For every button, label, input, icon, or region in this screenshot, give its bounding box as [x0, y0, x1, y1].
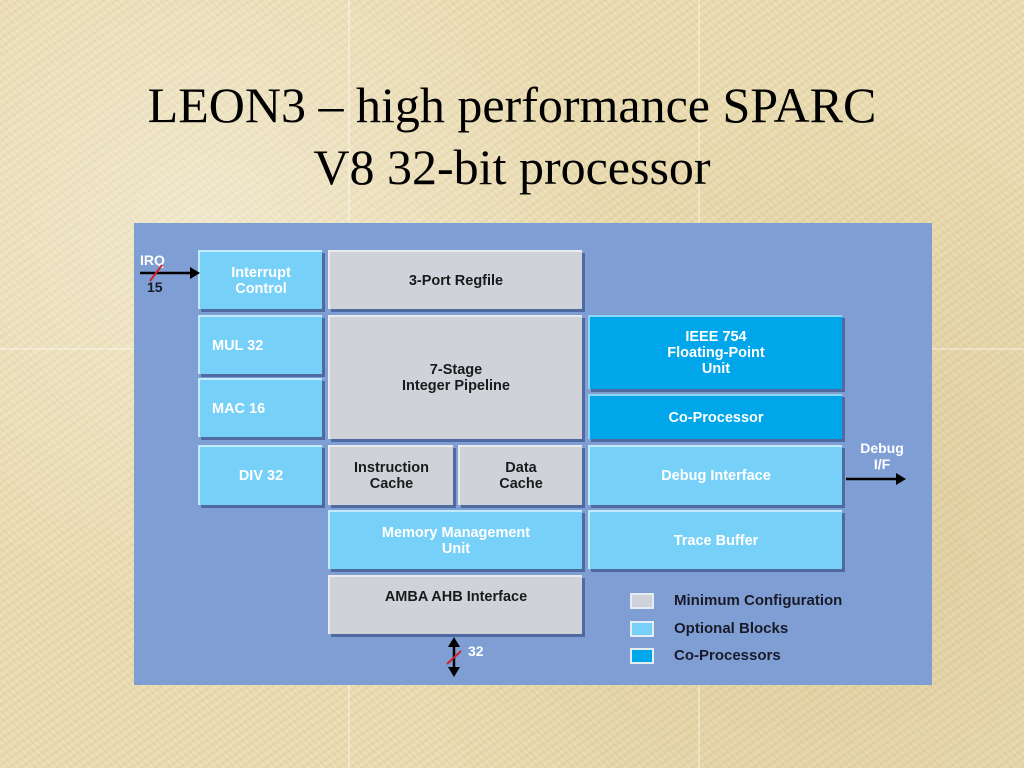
regfile-block: 3-Port Regfile	[328, 250, 582, 309]
debug-if-label: Debug I/F	[860, 440, 904, 472]
title-line-1: LEON3 – high performance SPARC	[147, 77, 877, 133]
legend-swatch-gray	[630, 592, 654, 609]
instruction-cache-block: Instruction Cache	[328, 445, 453, 505]
legend-swatch-light-blue	[630, 620, 654, 637]
legend-label: Optional Blocks	[674, 620, 789, 637]
legend-label: Minimum Configuration	[674, 592, 843, 609]
legend-item-coprocessors: Co-Processors	[630, 647, 781, 664]
leon3-block-diagram: Interrupt Control MUL 32 MAC 16 DIV 32 3…	[134, 223, 932, 685]
fpu-block: IEEE 754 Floating-Point Unit	[588, 315, 842, 389]
mul32-block: MUL 32	[198, 315, 322, 374]
legend-label: Co-Processors	[674, 647, 781, 664]
integer-pipeline-block: 7-Stage Integer Pipeline	[328, 315, 582, 439]
legend-swatch-blue	[630, 647, 654, 664]
legend-item-optional: Optional Blocks	[630, 620, 788, 637]
signal-arrows	[140, 264, 906, 677]
coprocessor-block: Co-Processor	[588, 394, 842, 439]
mac16-block: MAC 16	[198, 378, 322, 437]
trace-buffer-block: Trace Buffer	[588, 510, 842, 569]
data-cache-block: Data Cache	[458, 445, 582, 505]
div32-block: DIV 32	[198, 445, 322, 505]
legend-item-minimum: Minimum Configuration	[630, 592, 842, 609]
bus-width-label: 32	[468, 643, 484, 659]
debug-interface-block: Debug Interface	[588, 445, 842, 505]
ahb-bus-arrow	[446, 637, 462, 677]
amba-ahb-interface-block: AMBA AHB Interface	[328, 575, 582, 634]
slide-title: LEON3 – high performance SPARC V8 32-bit…	[40, 74, 984, 198]
debug-arrow	[846, 473, 906, 485]
irq-label: IRQ	[140, 252, 165, 268]
irq-arrow	[140, 264, 200, 282]
title-line-2: V8 32-bit processor	[313, 139, 711, 195]
interrupt-control-block: Interrupt Control	[198, 250, 322, 309]
irq-width-label: 15	[147, 279, 163, 295]
mmu-block: Memory Management Unit	[328, 510, 582, 569]
